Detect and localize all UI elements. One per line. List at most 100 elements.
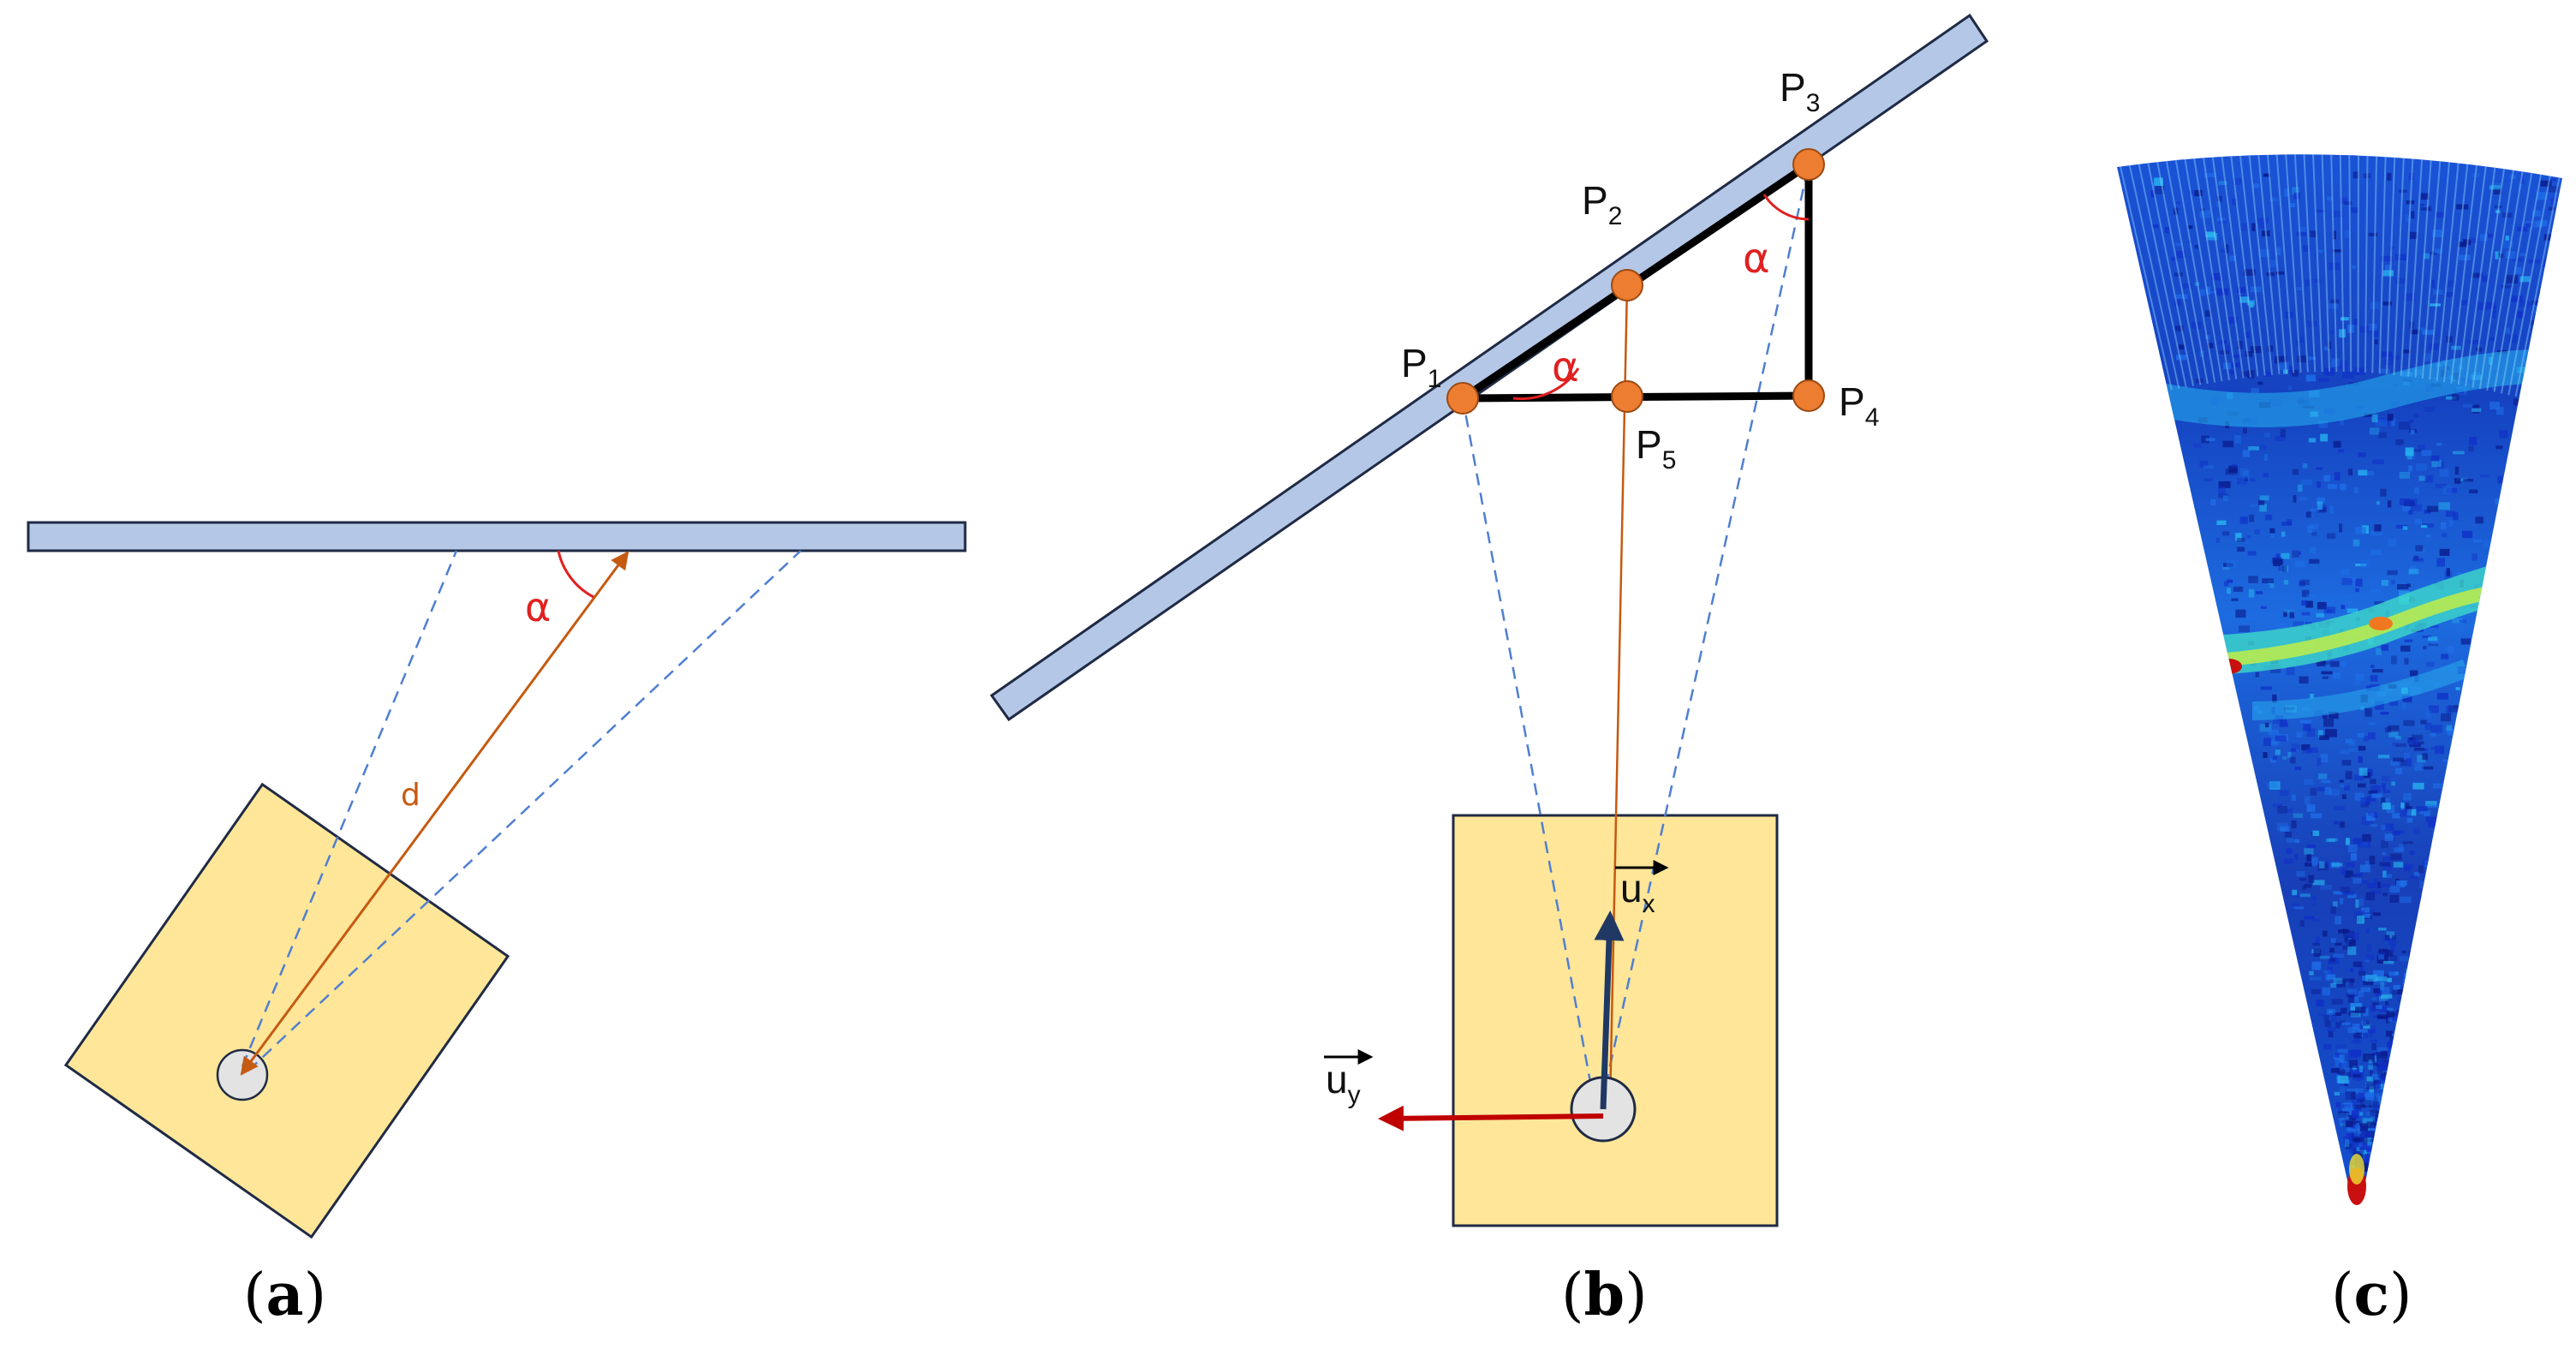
fan-texture-cell [2372,328,2378,337]
fan-texture-cell [2397,989,2408,994]
fan-texture-cell [2504,514,2509,517]
fan-texture-cell [2228,316,2238,324]
alpha-label-a: α [525,584,551,630]
fan-texture-cell [2491,540,2501,546]
fan-texture-cell [2289,203,2295,208]
fan-texture-cell [2359,1123,2368,1132]
fan-beam-line [2507,169,2553,396]
fan-texture-cell [2461,686,2466,693]
fan-texture-cell [2346,1089,2358,1092]
fan-texture-cell [2218,481,2231,488]
fan-texture-cell [2354,792,2364,801]
fan-texture-cell [2370,675,2378,682]
fan-texture-cell [2317,601,2327,610]
fan-texture-cell [2331,999,2343,1005]
fan-texture-cell [2308,356,2317,361]
fan-texture-cell [2366,1076,2374,1083]
fan-texture-cell [2323,1043,2332,1050]
fan-texture-cell [2421,766,2434,770]
fan-beam-line [2228,154,2259,377]
fan-texture-cell [2404,866,2412,871]
fan-texture-cell [2410,329,2422,335]
fan-beam-line [2329,154,2338,372]
fan-texture-cell [2297,484,2303,492]
fan-texture-cell [2363,1100,2373,1106]
fan-texture-cell [2441,522,2447,529]
fan-texture-cell [2377,418,2388,422]
fan-texture-cell [2421,450,2432,457]
fan-texture-cell [2430,455,2440,462]
fan-texture-cell [2275,355,2287,364]
fan-texture-cell [2414,487,2419,494]
fan-texture-cell [2490,310,2496,319]
fan-texture-cell [2471,237,2478,243]
fan-texture-cell [2476,301,2488,310]
fan-texture-cell [2446,725,2453,731]
fan-texture-cell [2231,362,2240,367]
fan-texture-cell [2406,758,2412,767]
fan-texture-cell [2279,361,2290,371]
fan-texture-cell [2385,265,2391,272]
fan-texture-cell [2333,953,2344,958]
fan-texture-cell [2359,1147,2364,1155]
fan-texture-cell [2264,371,2272,377]
fan-texture-cell [2301,744,2311,751]
fan-texture-cell [2310,230,2317,237]
fan-beam-line [2238,154,2266,376]
fan-texture-cell [2436,693,2448,700]
fan-texture-cell [2363,1137,2368,1146]
fan-texture-cell [2222,440,2233,448]
fan-texture-cell [2460,300,2468,305]
fan-texture-cell [2283,580,2288,585]
fan-texture-cell [2291,743,2300,749]
fan-texture-cell [2537,220,2548,227]
fan-texture-cell [2412,558,2424,562]
fan-texture-cell [2351,207,2359,213]
fan-texture-cell [2446,487,2457,493]
fan-texture-cell [2375,1115,2382,1122]
fan-texture-cell [2373,988,2380,994]
fan-beam-line [2302,154,2317,373]
fan-texture-cell [2489,579,2497,586]
fan-texture-cell [2371,997,2377,1000]
fan-texture-cell [2363,1033,2368,1038]
fan-texture-cell [2239,516,2248,524]
fan-texture-cell [2171,257,2178,261]
fan-texture-cell [2382,790,2390,793]
fan-texture-cell [2432,831,2439,839]
fan-texture-cell [2411,734,2424,741]
fan-texture-cell [2383,960,2394,964]
fan-texture-cell [2293,494,2297,503]
fan-texture-cell [2488,234,2494,238]
fan-texture-cell [2356,1147,2361,1152]
fan-texture-cell [2370,588,2382,593]
fan-texture-cell [2352,961,2363,967]
fan-texture-cell [2251,388,2259,393]
fan-texture-cell [2352,1137,2361,1143]
fan-texture-cell [2223,362,2231,370]
fan-texture-cell [2329,262,2340,271]
fan-texture-cell [2404,639,2412,642]
fan-texture-cell [2399,421,2411,430]
fan-texture-cell [2392,813,2400,819]
fan-band-upper [2117,349,2562,427]
fan-texture-cell [2299,581,2305,587]
fan-texture-cell [2374,601,2385,605]
fan-texture-cell [2519,253,2526,256]
fan-texture-cell [2218,486,2226,495]
fan-apex-glow [2349,1154,2364,1185]
fan-texture-cell [2275,735,2287,742]
fan-texture-cell [2418,445,2425,451]
fan-texture-cell [2281,531,2286,537]
fan-texture-cell [2408,498,2418,506]
fan-texture-cell [2241,371,2252,377]
fan-texture-cell [2343,1136,2352,1144]
fan-beam-line [2191,154,2230,381]
fan-texture-cell [2355,527,2366,534]
fan-texture-cell [2299,893,2311,898]
fan-texture-cell [2395,767,2402,774]
fan-texture-cell [2279,722,2288,727]
fan-texture-cell [2334,806,2346,811]
fan-texture-cell [2354,486,2358,493]
fan-texture-cell [2237,340,2244,349]
